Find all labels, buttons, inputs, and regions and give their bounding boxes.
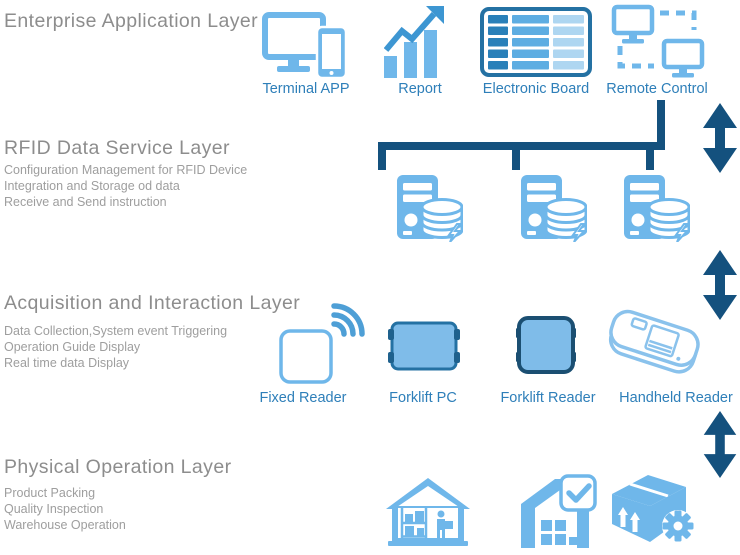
electronic-board-icon: [480, 7, 592, 77]
fixed-reader-icon: [279, 303, 365, 384]
bullet-line: Integration and Storage od data: [4, 179, 180, 194]
layer-title-rfid-service: RFID Data Service Layer: [4, 137, 230, 159]
item-label-remote-control: Remote Control: [606, 81, 708, 97]
box-gear-icon: [612, 475, 694, 542]
warehouse-icon: [386, 478, 470, 546]
layer-link-arrow-3: [703, 411, 737, 478]
layer-link-arrow-2: [703, 250, 737, 320]
bullet-line: Warehouse Operation: [4, 518, 126, 533]
item-label-terminal-app: Terminal APP: [262, 81, 350, 97]
bullet-line: Operation Guide Display: [4, 340, 141, 355]
forklift-pc-icon: [388, 321, 460, 371]
item-label-forklift-reader: Forklift Reader: [500, 390, 596, 406]
terminal-app-icon: [262, 12, 348, 80]
connector-stub-1: [378, 150, 386, 170]
rfid-service-bullets: Configuration Management for RFID Device…: [4, 162, 247, 211]
layer-title-enterprise: Enterprise Application Layer: [4, 10, 259, 32]
bullet-line: Product Packing: [4, 486, 96, 500]
database-server-icon: [397, 175, 463, 242]
forklift-reader-icon: [516, 316, 576, 374]
bullet-line: Quality Inspection: [4, 502, 104, 517]
physical-bullets: Product Packing Quality Inspection Wareh…: [4, 485, 126, 534]
database-server-icon: [521, 175, 587, 242]
layer-link-arrow-1: [703, 103, 737, 173]
bullet-line: Configuration Management for RFID Device: [4, 163, 248, 177]
remote-control-icon: [611, 4, 705, 78]
item-label-forklift-pc: Forklift PC: [389, 390, 457, 406]
item-label-fixed-reader: Fixed Reader: [259, 390, 347, 406]
connector-stub-3: [646, 150, 654, 170]
bullet-line: Data Collection,System event Triggering: [4, 324, 228, 338]
report-chart-icon: [384, 6, 444, 78]
forklift-check-icon: [521, 474, 597, 548]
item-label-electronic-board: Electronic Board: [482, 81, 590, 97]
bullet-line: Receive and Send instruction: [4, 195, 167, 210]
item-label-handheld-reader: Handheld Reader: [619, 390, 733, 406]
acquisition-bullets: Data Collection,System event Triggering …: [4, 323, 227, 372]
layer-title-physical: Physical Operation Layer: [4, 456, 232, 478]
connector-horizontal: [378, 142, 665, 150]
bullet-line: Real time data Display: [4, 356, 130, 371]
layer-title-acquisition: Acquisition and Interaction Layer: [4, 292, 301, 314]
item-label-report: Report: [398, 81, 442, 97]
handheld-reader-icon: [608, 309, 700, 374]
connector-stub-2: [512, 150, 520, 170]
database-server-icon: [624, 175, 690, 242]
connector-vertical-main: [657, 100, 665, 146]
